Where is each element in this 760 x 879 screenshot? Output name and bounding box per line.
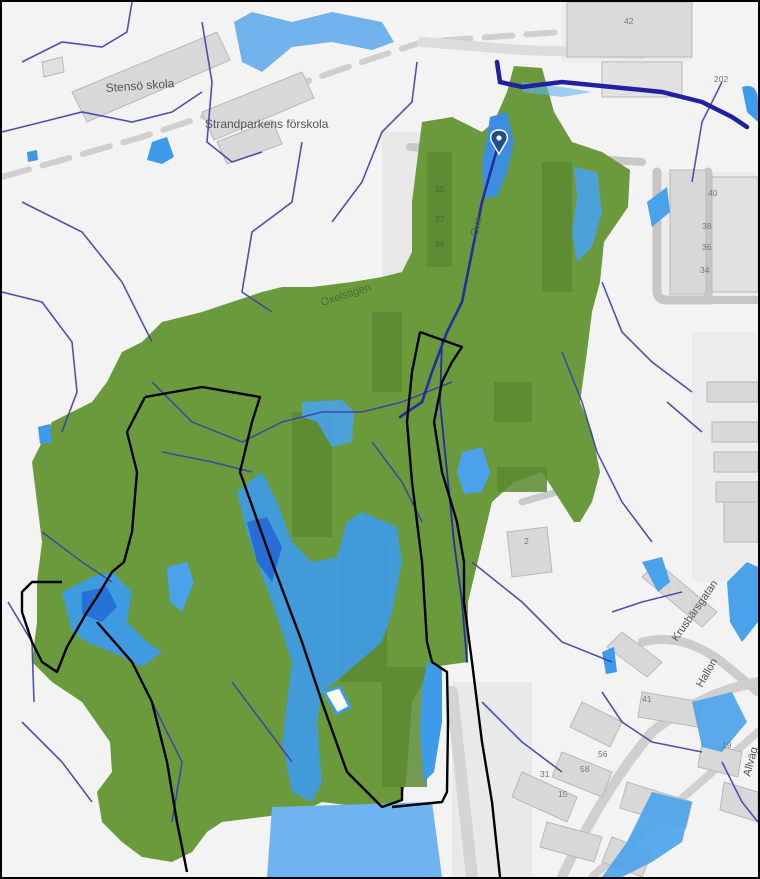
building-number: 41 [642, 694, 652, 704]
building-number: 39 [435, 239, 445, 249]
building-numbers: 42 202 40 38 36 34 35 37 39 2 41 56 58 3… [435, 16, 732, 799]
label-oxel-short: Oxe [468, 215, 485, 238]
building-number: 34 [700, 265, 710, 275]
building-number: 37 [435, 214, 445, 224]
building-number: 58 [580, 764, 590, 774]
location-pin-icon[interactable] [489, 129, 509, 156]
building-number: 19 [722, 740, 732, 750]
label-stenso-skola: Stensö skola [105, 76, 175, 95]
place-labels: Stensö skola Strandparkens förskola [105, 76, 328, 131]
building-number: 35 [435, 184, 445, 194]
building-number: 42 [624, 16, 634, 26]
label-strandparkens-forskola: Strandparkens förskola [205, 117, 329, 131]
building-number: 31 [540, 769, 550, 779]
building-number: 56 [598, 749, 608, 759]
buildings [41, 2, 758, 877]
building-number: 202 [714, 74, 728, 84]
building-number: 2 [524, 536, 529, 546]
water-areas [27, 12, 758, 877]
streams [2, 2, 758, 823]
boundary-lines [20, 330, 502, 877]
building-number: 36 [702, 242, 712, 252]
building-number: 38 [702, 221, 712, 231]
building-number: 15 [558, 789, 568, 799]
building-number: 40 [708, 188, 718, 198]
